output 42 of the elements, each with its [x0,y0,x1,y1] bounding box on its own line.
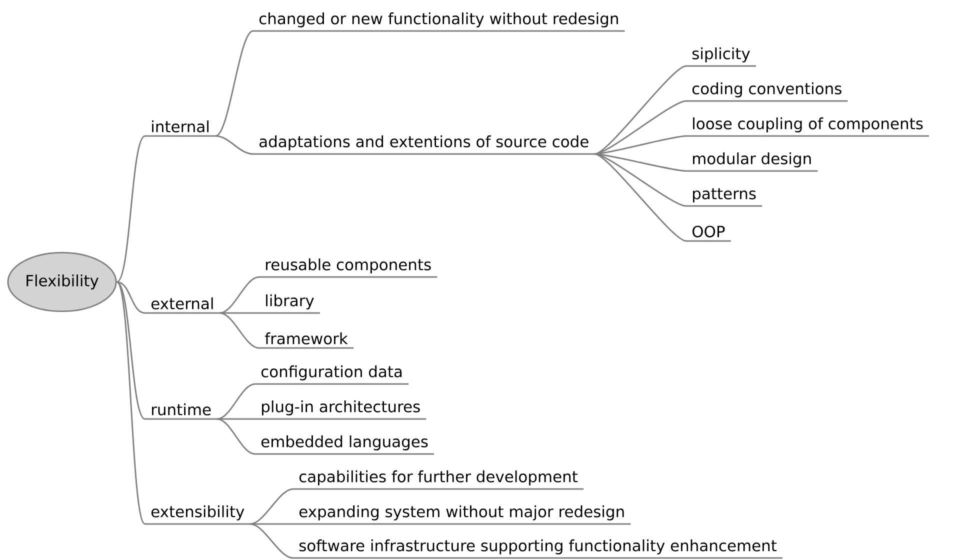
topic-label: adaptations and extentions of source code [253,135,595,155]
branch-line [220,312,260,349]
topic-label: configuration data [255,365,409,385]
branch-line [250,488,294,525]
topic-label: plug-in architectures [255,400,426,420]
topic-label: expanding system without major redesign [293,505,631,525]
topic-label: modular design [686,152,818,172]
branch-line [215,135,254,155]
topic-label: patterns [686,188,762,207]
topic-label: OOP [686,226,731,242]
branch-line [215,30,254,137]
topic-label: internal [145,120,216,137]
topic-label: changed or new functionality without redesign [253,12,625,32]
topic-label: library [259,294,320,314]
branch-line [594,100,686,155]
branch-line [594,135,686,155]
branch-line [116,282,146,524]
branch-line [594,153,686,172]
branch-line [216,418,256,455]
topic-label: coding conventions [686,82,848,102]
branch-line [220,312,259,314]
branch-line [116,281,146,314]
branch-line [250,523,293,525]
topic-label: embedded languages [255,435,434,455]
topic-label: external [145,297,220,314]
topic-label: runtime [145,403,218,420]
branch-line [217,418,255,420]
branch-line [594,153,686,207]
branch-line [594,153,686,242]
topic-label: loose coupling of components [686,117,929,137]
branch-line [216,383,256,420]
branch-line [220,276,260,314]
topic-label: siplicity [686,47,756,67]
topic-label: capabilities for further development [293,470,584,490]
topic-label: extensibility [145,505,250,525]
branch-line [594,65,686,155]
branch-line [116,135,146,283]
branch-line [250,523,294,559]
topic-label: reusable components [259,258,438,278]
branch-line [116,281,146,420]
topic-label: framework [259,332,354,349]
topic-label: software infrastructure supporting functionality enhancement [293,539,782,559]
